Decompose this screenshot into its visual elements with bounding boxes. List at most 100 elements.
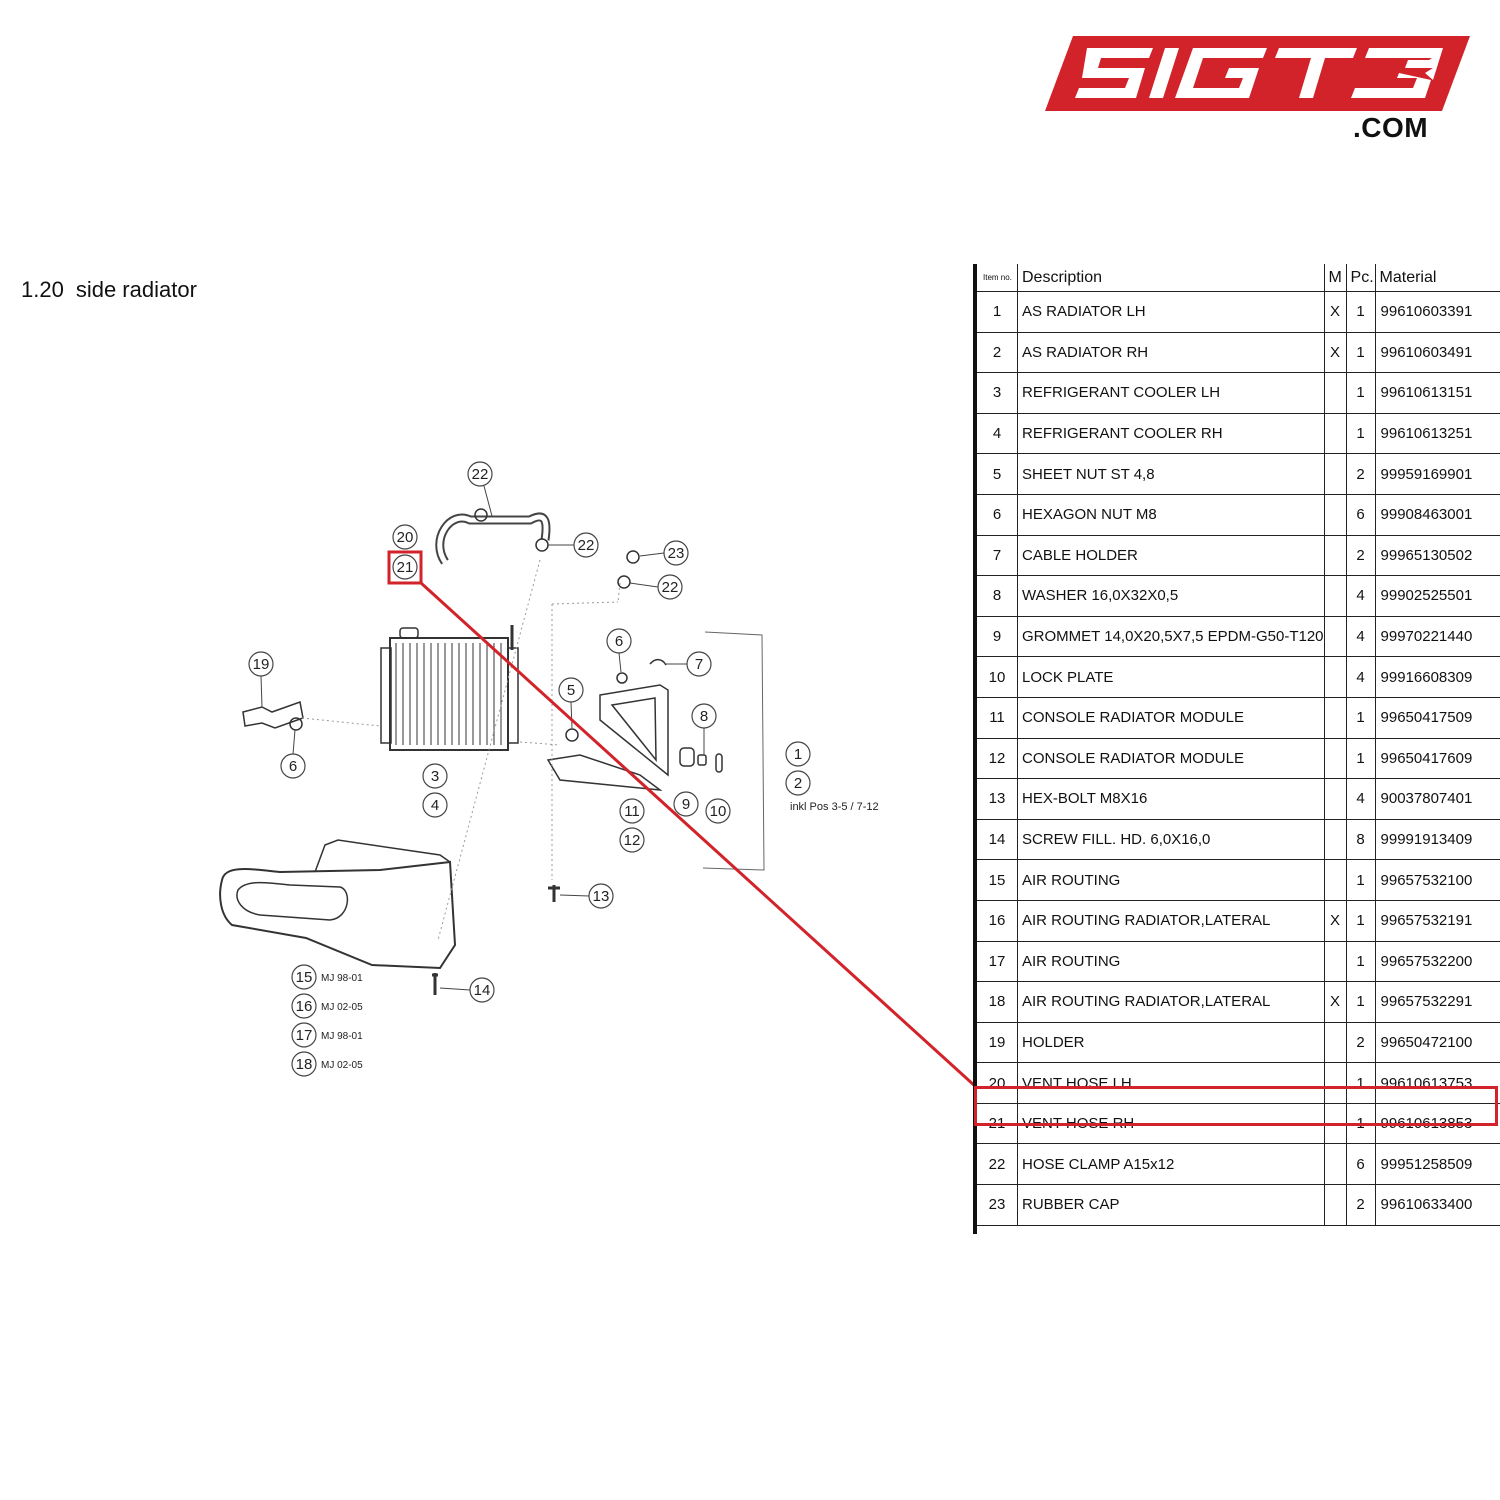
callout-16: 16 bbox=[296, 998, 313, 1015]
cell-item-no: 6 bbox=[973, 494, 1018, 536]
cell-item-no: 12 bbox=[973, 738, 1018, 780]
cell-description: RUBBER CAP bbox=[1017, 1184, 1325, 1226]
callout-5: 5 bbox=[567, 682, 575, 699]
callout-11: 11 bbox=[624, 803, 640, 820]
cell-description: SHEET NUT ST 4,8 bbox=[1017, 453, 1325, 495]
cell-description: AIR ROUTING bbox=[1017, 941, 1325, 983]
cell-material-number: 99657532191 bbox=[1375, 900, 1500, 942]
callout-10: 10 bbox=[710, 803, 727, 820]
vent-hose-drawing bbox=[435, 512, 551, 565]
leader-lines bbox=[301, 559, 621, 941]
cell-description: GROMMET 14,0X20,5X7,5 EPDM-G50-T120 bbox=[1017, 616, 1325, 658]
cell-m-flag bbox=[1324, 1143, 1347, 1186]
cell-m-flag bbox=[1324, 1022, 1347, 1064]
callout-7: 7 bbox=[695, 656, 703, 673]
cell-description: WASHER 16,0X32X0,5 bbox=[1017, 575, 1325, 617]
callout-13: 13 bbox=[593, 888, 610, 905]
cell-material-number: 99657532200 bbox=[1375, 941, 1500, 983]
cell-material-number: 99965130502 bbox=[1375, 535, 1500, 577]
cell-m-flag bbox=[1324, 1184, 1347, 1226]
cell-description: HOSE CLAMP A15x12 bbox=[1017, 1143, 1325, 1186]
callout-15: 15 bbox=[296, 969, 313, 986]
cell-description: REFRIGERANT COOLER LH bbox=[1017, 372, 1325, 414]
callout-highlight-box bbox=[387, 550, 423, 585]
cell-quantity: 1 bbox=[1346, 372, 1376, 414]
cell-description: REFRIGERANT COOLER RH bbox=[1017, 413, 1325, 455]
cell-material-number: 99610613753 bbox=[1375, 1062, 1500, 1104]
callout-22-mid: 22 bbox=[578, 537, 595, 554]
cell-description: CONSOLE RADIATOR MODULE bbox=[1017, 697, 1325, 739]
cell-description: AIR ROUTING RADIATOR,LATERAL bbox=[1017, 981, 1325, 1023]
cell-material-number: 99610603391 bbox=[1375, 291, 1500, 333]
cell-m-flag bbox=[1324, 656, 1347, 698]
cell-description: HEX-BOLT M8X16 bbox=[1017, 778, 1325, 820]
cell-quantity: 1 bbox=[1346, 1062, 1376, 1104]
cell-m-flag bbox=[1324, 738, 1347, 780]
header-item-no: Item no. bbox=[973, 264, 1018, 292]
cell-item-no: 15 bbox=[973, 859, 1018, 901]
section-number: 1.20 bbox=[21, 277, 64, 302]
cell-m-flag bbox=[1324, 778, 1347, 820]
cell-quantity: 2 bbox=[1346, 453, 1376, 495]
cell-quantity: 1 bbox=[1346, 981, 1376, 1023]
callout-19: 19 bbox=[253, 656, 270, 673]
cell-item-no: 11 bbox=[973, 697, 1018, 739]
cell-m-flag bbox=[1324, 453, 1347, 495]
console-bracket-drawing bbox=[599, 684, 669, 777]
callout-1: 1 bbox=[794, 746, 802, 763]
header-material: Material bbox=[1375, 264, 1500, 292]
cell-m-flag: X bbox=[1324, 981, 1347, 1023]
logo-domain-suffix: .COM bbox=[1353, 112, 1429, 143]
callout-23: 23 bbox=[668, 545, 685, 562]
cell-quantity: 4 bbox=[1346, 656, 1376, 698]
variant-note-17: MJ 98-01 bbox=[321, 1031, 363, 1042]
callout-17: 17 bbox=[296, 1027, 313, 1044]
cell-material-number: 99991913409 bbox=[1375, 819, 1500, 861]
cell-m-flag bbox=[1324, 413, 1347, 455]
cell-description: AIR ROUTING RADIATOR,LATERAL bbox=[1017, 900, 1325, 942]
cell-description: AS RADIATOR LH bbox=[1017, 291, 1325, 333]
callout-22-top: 22 bbox=[472, 466, 489, 483]
header-description: Description bbox=[1017, 264, 1325, 292]
diagram-artwork bbox=[219, 508, 765, 995]
cell-quantity: 1 bbox=[1346, 1103, 1376, 1145]
cell-material-number: 99970221440 bbox=[1375, 616, 1500, 658]
cell-description: CABLE HOLDER bbox=[1017, 535, 1325, 577]
cell-material-number: 99610603491 bbox=[1375, 332, 1500, 374]
cell-m-flag: X bbox=[1324, 900, 1347, 942]
callout-8: 8 bbox=[700, 708, 708, 725]
cell-item-no: 16 bbox=[973, 900, 1018, 942]
cell-description: VENT HOSE RH bbox=[1017, 1103, 1325, 1145]
cell-material-number: 90037807401 bbox=[1375, 778, 1500, 820]
cell-quantity: 1 bbox=[1346, 697, 1376, 739]
cell-description: HEXAGON NUT M8 bbox=[1017, 494, 1325, 536]
cell-quantity: 4 bbox=[1346, 616, 1376, 658]
cell-item-no: 10 bbox=[973, 656, 1018, 698]
cell-quantity: 8 bbox=[1346, 819, 1376, 861]
cell-item-no: 8 bbox=[973, 575, 1018, 617]
